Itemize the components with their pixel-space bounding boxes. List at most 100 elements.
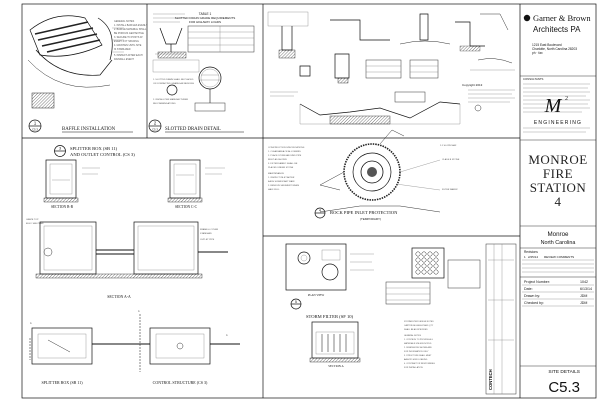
svg-text:CLASS B STONE: CLASS B STONE xyxy=(442,158,460,161)
baffle-installation-detail: GENERAL NOTES 1. INSTALL BAFFLES EVENLY … xyxy=(27,15,148,133)
svg-text:HALF FULL: HALF FULL xyxy=(268,188,280,191)
svg-text:EVERY 4 FT SPACING: EVERY 4 FT SPACING xyxy=(114,40,139,43)
rock-pipe-inlet-detail: CONSTRUCTION SPECIFICATIONS 1. CLEAR ARE… xyxy=(268,129,460,221)
storm-filter-detail-number: 5 xyxy=(295,300,297,304)
svg-text:ON COMPACTED GRANULAR BEDDING: ON COMPACTED GRANULAR BEDDING xyxy=(153,82,194,85)
firm-name: Garner & Brown xyxy=(533,13,591,23)
rock-pipe-detail-number: 4 xyxy=(319,209,321,213)
splitter-outlet-control-detail: 3 SPLITTER BOX (SB 11) AND OUTLET CONTRO… xyxy=(26,145,240,385)
section-b-b-label: SECTION B-B xyxy=(51,205,74,209)
svg-text:PLACED UNDER STONE: PLACED UNDER STONE xyxy=(268,166,294,169)
svg-text:RECOMMENDATIONS: RECOMMENDATIONS xyxy=(153,102,176,105)
storm-filter-title: STORM FILTER (SF 10) xyxy=(306,314,354,319)
section-a-label: SECTION A xyxy=(328,364,344,368)
consultants-label: CONSULTANTS xyxy=(523,77,544,81)
svg-text:3. SECURE TO POSTS AT: 3. SECURE TO POSTS AT xyxy=(114,36,143,39)
slotted-drain-table-subtitle-2: FOR HIGHWAY LOADS xyxy=(189,20,221,24)
contech-label: CONTECH xyxy=(488,369,493,390)
rock-pipe-subtitle: (TEMPORARY) xyxy=(360,217,381,221)
engineer-logo: M xyxy=(544,95,563,117)
svg-text:4. CONTRACTOR RESPONSIBLE: 4. CONTRACTOR RESPONSIBLE xyxy=(404,362,436,365)
svg-text:2:1 SLOPE MAX: 2:1 SLOPE MAX xyxy=(440,144,457,147)
svg-text:MATERIALS UNLESS NOTED: MATERIALS UNLESS NOTED xyxy=(404,342,432,345)
rock-pipe-title: ROCK PIPE INLET PROTECTION xyxy=(330,210,398,215)
project-title-line3: STATION xyxy=(530,180,587,195)
revision-1-description: REVIEW COMMENTS xyxy=(544,255,574,259)
title-block: Garner & Brown Architects PA 1215 East B… xyxy=(462,13,596,396)
title-block-fields: Project Number: 1042 Date: 6/13/14 Drawn… xyxy=(522,280,594,307)
splitter-outlet-title: SPLITTER BOX (SB 11) xyxy=(70,146,118,151)
svg-text:FOR INFORMATION ONLY: FOR INFORMATION ONLY xyxy=(404,350,429,353)
pavement-curb-details xyxy=(267,11,515,125)
storm-filter-detail: PLAN VIEW 5 STORM FILTER (SF 10) xyxy=(285,243,517,395)
svg-text:A: A xyxy=(226,334,228,337)
svg-text:3. STRUCTURE SHALL MEET: 3. STRUCTURE SHALL MEET xyxy=(404,354,432,357)
splitter-outlet-title-2: AND OUTLET CONTROL (CS 3) xyxy=(70,152,135,157)
control-structure-label: CONTROL STRUCTURE (CS 3) xyxy=(153,380,208,385)
svg-text:FOR INSTALLATION: FOR INSTALLATION xyxy=(404,366,423,369)
svg-text:GRATE TOP: GRATE TOP xyxy=(26,218,39,221)
project-city: Monroe xyxy=(548,231,570,238)
section-c-c-label: SECTION C-C xyxy=(175,205,198,209)
svg-text:5. INSPECT AFTER EACH: 5. INSPECT AFTER EACH xyxy=(114,54,143,57)
svg-text:2. BAFFLE MATERIAL SHALL: 2. BAFFLE MATERIAL SHALL xyxy=(114,28,147,31)
project-title-line2: FIRE xyxy=(543,166,573,181)
slotted-drain-detail: TABLE 1 SLOTTED DRAIN GRADE REQUIREMENTS… xyxy=(148,12,255,133)
svg-text:OUTLET PIPE: OUTLET PIPE xyxy=(200,239,215,241)
svg-text:A: A xyxy=(138,310,140,313)
svg-text:A: A xyxy=(30,322,32,325)
sheet-title: SITE DETAILS xyxy=(548,369,580,375)
revision-1-date: 2/25/14 xyxy=(528,255,538,259)
svg-text:2. DIMENSIONS SHOWN ARE: 2. DIMENSIONS SHOWN ARE xyxy=(404,346,432,349)
firm-address-line1: 1215 East Boulevard xyxy=(532,43,562,47)
slotted-drain-table-title: TABLE 1 xyxy=(199,12,212,16)
svg-text:1. CONTECH TO PROVIDE ALL: 1. CONTECH TO PROVIDE ALL xyxy=(404,338,434,341)
project-number-label: Project Number: xyxy=(524,280,550,284)
svg-text:FILTER FABRIC: FILTER FABRIC xyxy=(442,188,458,191)
sheet-number: C5.3 xyxy=(548,379,580,396)
svg-text:2. INSTALL PER MANUFACTURER: 2. INSTALL PER MANUFACTURER xyxy=(153,98,188,101)
svg-text:CONSTRUCTION SPECIFICATIONS: CONSTRUCTION SPECIFICATIONS xyxy=(268,146,305,149)
project-state: North Carolina xyxy=(541,240,576,246)
engineer-logo-superscript: 2 xyxy=(565,96,568,102)
svg-text:1. CLEAR AREA OF ALL DEBRIS: 1. CLEAR AREA OF ALL DEBRIS xyxy=(268,150,301,153)
revisions-header: Revisions xyxy=(524,250,538,254)
baffle-detail-sheet: C5.3 xyxy=(32,128,38,132)
checked-by-value: JDM xyxy=(580,301,587,305)
svg-text:3. FILTER FABRIC SHALL BE: 3. FILTER FABRIC SHALL BE xyxy=(268,162,298,165)
svg-text:GENERAL NOTES: GENERAL NOTES xyxy=(114,20,135,23)
svg-text:1. INSPECT INLET AFTER: 1. INSPECT INLET AFTER xyxy=(268,176,295,179)
svg-text:INLET AS SHOWN: INLET AS SHOWN xyxy=(268,158,287,161)
svg-text:IS STABILIZED: IS STABILIZED xyxy=(114,48,131,51)
svg-text:MAINTENANCE: MAINTENANCE xyxy=(268,172,284,175)
checked-by-label: Checked by: xyxy=(524,301,544,305)
svg-text:4. MAINTAIN UNTIL SITE: 4. MAINTAIN UNTIL SITE xyxy=(114,44,142,47)
revision-1-number: 1 xyxy=(524,255,526,259)
svg-text:ELEV. SEE PLAN: ELEV. SEE PLAN xyxy=(26,222,44,225)
svg-text:SHALL BE AS SPECIFIED: SHALL BE AS SPECIFIED xyxy=(404,328,428,331)
svg-text:2. PLACE STONE AROUND PIPE: 2. PLACE STONE AROUND PIPE xyxy=(268,154,302,157)
section-a-a-label: SECTION A-A xyxy=(107,295,131,299)
svg-text:BE POROUS GEOTEXTILE: BE POROUS GEOTEXTILE xyxy=(114,32,144,35)
splitter-box-label: SPLITTER BOX (SB 11) xyxy=(41,380,83,385)
svg-text:2. REMOVE SEDIMENT WHEN: 2. REMOVE SEDIMENT WHEN xyxy=(268,185,299,187)
svg-text:1. SLOTTED DRAIN SHALL BE PLAC: 1. SLOTTED DRAIN SHALL BE PLACED xyxy=(153,78,194,81)
svg-text:CARTRIDGE HEIGHT AND QTY: CARTRIDGE HEIGHT AND QTY xyxy=(404,324,434,327)
slotted-drain-table-subtitle: SLOTTED DRAIN GRADE REQUIREMENTS xyxy=(175,16,236,20)
project-title-line4: 4 xyxy=(555,194,562,209)
svg-text:STANDARD: STANDARD xyxy=(200,232,212,235)
project-title-line1: MONROE xyxy=(528,152,587,167)
svg-text:FRAME & COVER: FRAME & COVER xyxy=(200,228,219,231)
engineer-name: ENGINEERING xyxy=(534,120,582,126)
slotted-drain-detail-number: 2 xyxy=(154,121,157,126)
plan-view-label: PLAN VIEW xyxy=(308,293,325,297)
svg-text:RAINFALL EVENT: RAINFALL EVENT xyxy=(114,58,134,61)
baffle-detail-number: 1 xyxy=(34,121,37,126)
firm-address-line2: Charlotte, North Carolina 28203 xyxy=(532,47,577,51)
copyright-text: Copyright 2013 xyxy=(462,83,483,87)
svg-text:GENERAL NOTES: GENERAL NOTES xyxy=(404,334,422,337)
svg-text:1. INSTALL BAFFLES EVENLY: 1. INSTALL BAFFLES EVENLY xyxy=(114,24,148,27)
slotted-drain-detail-sheet: C5.3 xyxy=(152,128,158,132)
svg-text:ph · fax: ph · fax xyxy=(532,51,543,55)
